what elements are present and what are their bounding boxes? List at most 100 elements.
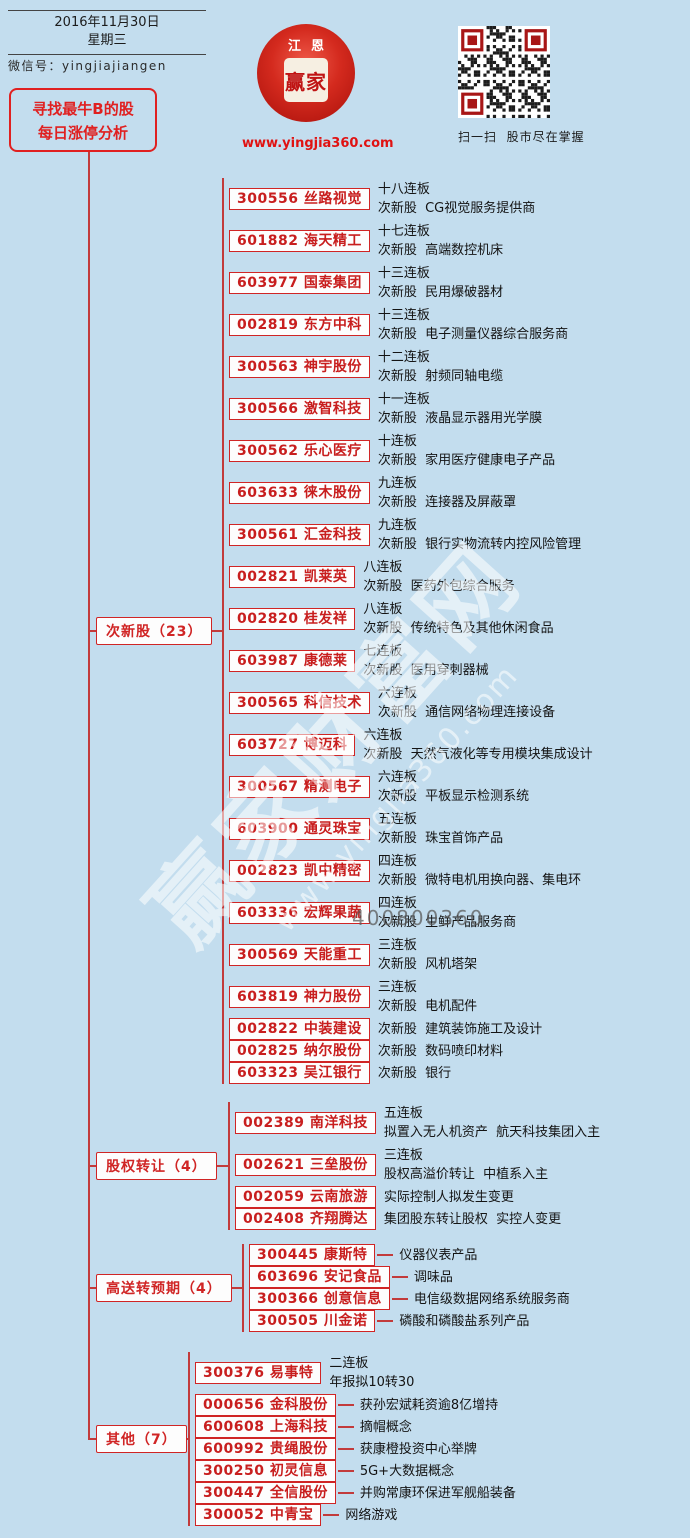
item-connector-line: [391, 1276, 408, 1278]
stock-code-name-label: 002621 三垒股份: [235, 1154, 376, 1176]
stock-item: 603696 安记食品 调味品: [244, 1266, 690, 1288]
stock-code-name-label: 300563 神宇股份: [229, 356, 370, 378]
desc-line: 次新股 液晶显示器用光学膜: [377, 411, 543, 426]
stock-item: 603987 康德莱七连板次新股 医用穿刺器械: [224, 640, 690, 682]
stock-desc: 仪器仪表产品: [399, 1246, 477, 1265]
weekday-text: 星期三: [87, 33, 127, 48]
stock-code-name-label: 300250 初灵信息: [195, 1460, 336, 1482]
brand-seal-logo: 江恩 赢家: [257, 24, 355, 122]
stock-code-name-label: 600992 贵绳股份: [195, 1438, 336, 1460]
stock-item: 300376 易事特二连板年报拟10转30: [190, 1352, 690, 1394]
trunk-connector-line: [88, 1287, 96, 1289]
desc-line: 六连板: [363, 728, 403, 743]
stock-item: 002408 齐翔腾达集团股东转让股权 实控人变更: [230, 1208, 690, 1230]
stock-code-name-label: 603977 国泰集团: [229, 272, 370, 294]
stock-item: 002059 云南旅游实际控制人拟发生变更: [230, 1186, 690, 1208]
category-cell: 次新股（23）: [88, 178, 222, 1084]
stock-code-name-label: 300556 丝路视觉: [229, 188, 370, 210]
stock-item: 300567 精测电子六连板次新股 平板显示检测系统: [224, 766, 690, 808]
stock-code-name-label: 300447 全信股份: [195, 1482, 336, 1504]
desc-line: 三连板: [377, 980, 417, 995]
desc-line: 磷酸和磷酸盐系列产品: [399, 1313, 530, 1329]
stock-desc: 四连板次新股 生鲜产品服务商: [378, 894, 516, 932]
stock-desc: 磷酸和磷酸盐系列产品: [399, 1312, 529, 1331]
stock-desc: 5G+大数据概念: [360, 1462, 454, 1481]
stock-code-name-label: 603987 康德莱: [229, 650, 356, 672]
stock-code-name-label: 002059 云南旅游: [235, 1186, 376, 1208]
branch-items: 002389 南洋科技五连板拟置入无人机资产 航天科技集团入主 002621 三垒…: [228, 1102, 690, 1230]
item-connector-line: [377, 1254, 394, 1256]
item-connector-line: [337, 1492, 354, 1494]
stock-desc: 次新股 银行: [378, 1064, 451, 1083]
desc-line: 次新股 建筑装饰施工及设计: [377, 1021, 543, 1037]
stock-item: 600992 贵绳股份 获康橙投资中心举牌: [190, 1438, 690, 1460]
stock-item: 002820 桂发祥八连板次新股 传统特色及其他休闲食品: [224, 598, 690, 640]
stock-item: 300561 汇金科技九连板次新股 银行实物流转内控风险管理: [224, 514, 690, 556]
item-connector-line: [391, 1298, 408, 1300]
stock-code-name-label: 600608 上海科技: [195, 1416, 336, 1438]
desc-line: 次新股 民用爆破器材: [377, 285, 504, 300]
desc-line: 电信级数据网络系统服务商: [413, 1291, 570, 1307]
qr-modules: [458, 26, 550, 118]
desc-line: 获康橙投资中心举牌: [359, 1441, 477, 1457]
desc-line: 十三连板: [377, 308, 430, 323]
stock-item: 601882 海天精工十七连板次新股 高端数控机床: [224, 220, 690, 262]
desc-line: 实际控制人拟发生变更: [383, 1189, 514, 1205]
stock-code-name-label: 002820 桂发祥: [229, 608, 356, 630]
stock-desc: 三连板次新股 风机塔架: [378, 936, 477, 974]
desc-line: 九连板: [377, 518, 417, 533]
stock-item: 603323 吴江银行次新股 银行: [224, 1062, 690, 1084]
desc-line: 5G+大数据概念: [359, 1463, 455, 1479]
category-branch-line: [216, 1165, 228, 1167]
stock-code-name-label: 601882 海天精工: [229, 230, 370, 252]
stock-code-name-label: 300566 激智科技: [229, 398, 370, 420]
stock-code-name-label: 002408 齐翔腾达: [235, 1208, 376, 1230]
desc-line: 次新股 医药外包综合服务: [363, 579, 515, 594]
stock-desc: 二连板年报拟10转30: [329, 1354, 414, 1392]
stock-desc: 十七连板次新股 高端数控机床: [378, 222, 503, 260]
desc-line: 二连板: [329, 1356, 369, 1371]
stock-desc: 七连板次新股 医用穿刺器械: [363, 642, 488, 680]
desc-line: 八连板: [363, 560, 403, 575]
desc-line: 十七连板: [377, 224, 430, 239]
stock-code-name-label: 603727 博迈科: [229, 734, 356, 756]
stock-code-name-label: 002822 中装建设: [229, 1018, 370, 1040]
stock-item: 000656 金科股份获孙宏斌耗资逾8亿增持: [190, 1394, 690, 1416]
stock-code-name-label: 002389 南洋科技: [235, 1112, 376, 1134]
desc-line: 拟置入无人机资产 航天科技集团入主: [383, 1125, 601, 1140]
stock-code-name-label: 603696 安记食品: [249, 1266, 390, 1288]
category-label: 高送转预期（4）: [96, 1274, 232, 1302]
stock-desc: 十三连板次新股 民用爆破器材: [378, 264, 503, 302]
logo-seal-text: 赢家: [284, 58, 328, 102]
stock-item: 300562 乐心医疗十连板次新股 家用医疗健康电子产品: [224, 430, 690, 472]
qr-finder-patterns: [461, 29, 547, 115]
desc-line: 调味品: [413, 1269, 453, 1285]
item-connector-line: [377, 1320, 394, 1322]
stock-item: 300445 康斯特仪器仪表产品: [244, 1244, 690, 1266]
stock-item: 603727 博迈科六连板次新股 天然气液化等专用模块集成设计: [224, 724, 690, 766]
stock-code-name-label: 300052 中青宝: [195, 1504, 322, 1526]
stock-desc: 四连板次新股 微特电机用换向器、集电环: [378, 852, 581, 890]
desc-line: 五连板: [377, 812, 417, 827]
desc-line: 十一连板: [377, 392, 430, 407]
stock-desc: 五连板拟置入无人机资产 航天科技集团入主: [384, 1104, 600, 1142]
slogan-line1: 寻找最牛B的股: [32, 100, 134, 118]
category-cell: 其他（7）: [88, 1352, 189, 1526]
desc-line: 次新股 连接器及屏蔽罩: [377, 495, 517, 510]
desc-line: 次新股 高端数控机床: [377, 243, 504, 258]
stock-item: 600608 上海科技摘帽概念: [190, 1416, 690, 1438]
desc-line: 集团股东转让股权 实控人变更: [383, 1211, 562, 1227]
desc-line: 次新股 传统特色及其他休闲食品: [363, 621, 554, 636]
stock-code-name-label: 002825 纳尔股份: [229, 1040, 370, 1062]
stock-desc: 十三连板次新股 电子测量仪器综合服务商: [378, 306, 568, 344]
desc-line: 六连板: [377, 686, 417, 701]
trunk-connector-line: [88, 1438, 96, 1440]
stock-item: 300563 神宇股份十二连板次新股 射频同轴电缆: [224, 346, 690, 388]
qr-code: [458, 26, 550, 118]
desc-line: 三连板: [377, 938, 417, 953]
stock-code-name-label: 300565 科信技术: [229, 692, 370, 714]
desc-line: 次新股 通信网络物理连接设备: [377, 705, 556, 720]
